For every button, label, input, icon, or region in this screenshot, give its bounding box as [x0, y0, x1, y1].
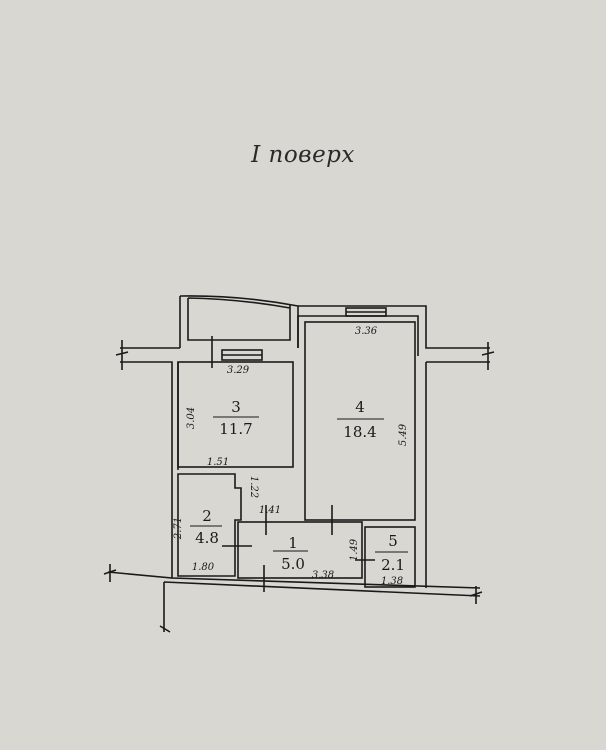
dim-room3-width: 3.29 — [227, 365, 250, 376]
room-3-number: 3 — [231, 398, 241, 416]
dim-room4-length: 5.49 — [398, 423, 409, 446]
left-wall — [107, 347, 481, 632]
room-4-number: 4 — [355, 398, 365, 416]
window — [221, 307, 387, 361]
room-3-area: 11.7 — [219, 420, 252, 438]
room-2-number: 2 — [202, 507, 212, 525]
door-marks — [211, 336, 375, 592]
room-5-area: 2.1 — [381, 556, 405, 574]
dim-room2-width: 1.80 — [192, 562, 215, 573]
room-5-number: 5 — [388, 532, 398, 550]
room-4 — [304, 321, 416, 521]
balcony — [179, 295, 299, 348]
dim-room5-width: 1.38 — [381, 576, 403, 587]
room-1-area: 5.0 — [281, 555, 305, 573]
room-1 — [237, 521, 363, 579]
dim-room3-length: 3.04 — [186, 407, 197, 429]
break-marks — [103, 340, 495, 633]
dim-room1-length: 1.49 — [349, 538, 360, 561]
room-2 — [177, 473, 242, 577]
room-1-number: 1 — [288, 534, 298, 552]
dim-room2-notch: 1.22 — [248, 476, 259, 498]
room-2-area: 4.8 — [195, 529, 219, 547]
room-4-area: 18.4 — [343, 423, 376, 441]
dim-room1-width: 3.38 — [312, 570, 334, 581]
room-5 — [364, 526, 416, 588]
dim-room4-width: 3.36 — [355, 326, 378, 337]
room-3 — [177, 361, 294, 468]
floor-title: I поверх — [251, 142, 355, 168]
dim-room2-top: 1.51 — [207, 457, 229, 468]
dim-room1-top: 1.41 — [259, 505, 281, 516]
dim-room2-length: 2.71 — [173, 517, 184, 540]
